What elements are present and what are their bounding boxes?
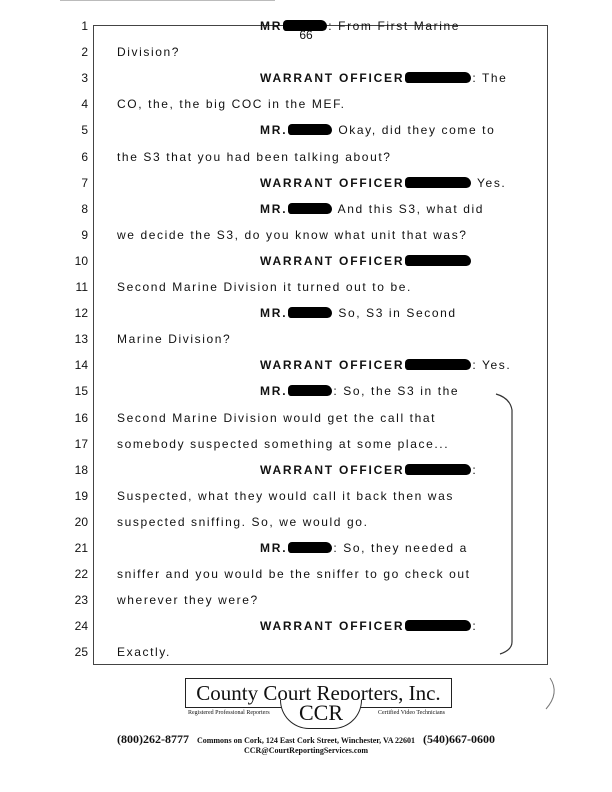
line-number: 16 — [74, 410, 88, 425]
speaker-label: WARRANT OFFICER — [260, 358, 405, 373]
contact-line: (800)262-8777 Commons on Cork, 124 East … — [0, 732, 612, 747]
line-number: 1 — [81, 19, 88, 33]
redaction-mark — [288, 385, 333, 397]
address: Commons on Cork, 124 East Cork Street, W… — [196, 736, 416, 745]
speech-text: : — [472, 619, 478, 634]
line-number: 9 — [81, 227, 88, 242]
speech-text: And this S3, what did — [333, 201, 485, 216]
line-number: 14 — [74, 358, 88, 373]
speaker-label: MR. — [260, 541, 288, 555]
transcript-line: Second Marine Division would get the cal… — [117, 410, 437, 425]
transcript-line: Suspected, what they would call it back … — [117, 488, 454, 503]
transcript-line: WARRANT OFFICER: — [260, 463, 477, 477]
transcript-line: MR. So, S3 in Second — [260, 306, 457, 320]
line-number: 7 — [81, 175, 88, 190]
transcript-line: Division? — [117, 45, 181, 60]
transcript-line: WARRANT OFFICER : The — [260, 71, 507, 85]
speech-text: : So, the S3 in the — [333, 384, 460, 399]
line-number: 12 — [74, 306, 88, 321]
redaction-mark — [405, 463, 472, 475]
transcript-line: WARRANT OFFICER: — [260, 619, 477, 633]
speech-text: : From First Marine — [328, 19, 461, 33]
transcript-line: CO, the, the big COC in the MEF. — [117, 97, 346, 112]
line-number: 21 — [74, 541, 88, 555]
transcript-line: Second Marine Division it turned out to … — [117, 280, 412, 294]
transcript-line: MR. : So, the S3 in the — [260, 384, 459, 398]
speech-text: : — [472, 462, 478, 477]
transcript-line: suspected sniffing. So, we would go. — [117, 514, 369, 529]
speech-text: Okay, did they come to — [333, 123, 496, 138]
line-number: 6 — [81, 149, 88, 164]
ccr-logo-mark: CCR — [280, 700, 362, 729]
page-number: 66 — [299, 28, 313, 42]
redaction-mark — [405, 359, 472, 371]
transcript-line: somebody suspected something at some pla… — [117, 436, 450, 451]
margin-hand-mark — [545, 677, 555, 710]
redaction-mark — [288, 124, 333, 136]
redaction-mark — [405, 72, 472, 84]
line-number: 19 — [74, 488, 88, 503]
transcript-line: MR. Okay, did they come to — [260, 123, 495, 137]
speaker-label: WARRANT OFFICER — [260, 175, 405, 190]
speech-text: : The — [472, 71, 508, 86]
tagline-left: Registered Professional Reporters — [188, 710, 270, 716]
line-number: 18 — [74, 462, 88, 477]
line-number: 15 — [74, 384, 88, 399]
scan-edge-line — [60, 0, 275, 1]
redaction-mark — [288, 542, 333, 553]
transcript-line: MR. : So, they needed a — [260, 541, 468, 555]
line-number: 13 — [74, 332, 88, 347]
transcript-line: MR. And this S3, what did — [260, 202, 484, 216]
transcript-line: MR : From First Marine — [260, 19, 460, 33]
speaker-label: WARRANT OFFICER — [260, 619, 405, 634]
transcript-line: wherever they were? — [117, 593, 259, 608]
speaker-label: MR. — [260, 384, 288, 399]
tagline-right: Certified Video Technicians — [378, 710, 445, 716]
speech-text: : So, they needed a — [333, 541, 468, 555]
speaker-label: MR. — [260, 306, 288, 321]
transcript-line: WARRANT OFFICER Yes. — [260, 176, 506, 190]
transcript-line: the S3 that you had been talking about? — [117, 149, 392, 164]
speaker-label: MR. — [260, 123, 288, 138]
speaker-label: MR — [260, 19, 283, 33]
line-number: 24 — [74, 619, 88, 634]
line-number: 4 — [81, 97, 88, 112]
redaction-mark — [283, 20, 328, 31]
line-number: 11 — [75, 280, 88, 294]
redaction-mark — [288, 307, 333, 319]
speaker-label: WARRANT OFFICER — [260, 462, 405, 477]
transcript-line: WARRANT OFFICER : Yes. — [260, 358, 511, 372]
email: CCR@CourtReportingServices.com — [243, 746, 369, 755]
redaction-mark — [405, 620, 472, 632]
speech-text: : Yes. — [472, 358, 512, 373]
phone-left: (800)262-8777 — [116, 732, 189, 746]
margin-bracket-mark — [495, 393, 513, 655]
speaker-label: WARRANT OFFICER — [260, 71, 405, 86]
speech-text: Yes. — [472, 175, 507, 190]
line-number: 3 — [81, 71, 88, 86]
line-number: 5 — [81, 123, 88, 138]
transcript-line: sniffer and you would be the sniffer to … — [117, 567, 471, 582]
speaker-label: MR. — [260, 201, 288, 216]
line-number: 10 — [74, 253, 88, 268]
transcript-line: Marine Division? — [117, 332, 232, 347]
line-number: 23 — [74, 593, 88, 608]
line-number: 25 — [74, 645, 88, 660]
redaction-mark — [405, 254, 472, 266]
line-number: 20 — [74, 514, 88, 529]
transcript-line: Exactly. — [117, 645, 171, 660]
transcript-line: WARRANT OFFICER — [260, 254, 472, 268]
transcript-line: we decide the S3, do you know what unit … — [117, 227, 468, 242]
line-number: 8 — [81, 201, 88, 216]
speaker-label: WARRANT OFFICER — [260, 253, 405, 268]
redaction-mark — [405, 176, 472, 188]
redaction-mark — [288, 202, 333, 214]
line-number: 22 — [74, 567, 88, 582]
line-number: 17 — [74, 436, 88, 451]
phone-right: (540)667-0600 — [423, 732, 496, 746]
line-number: 2 — [81, 45, 88, 60]
speech-text: So, S3 in Second — [333, 306, 457, 321]
